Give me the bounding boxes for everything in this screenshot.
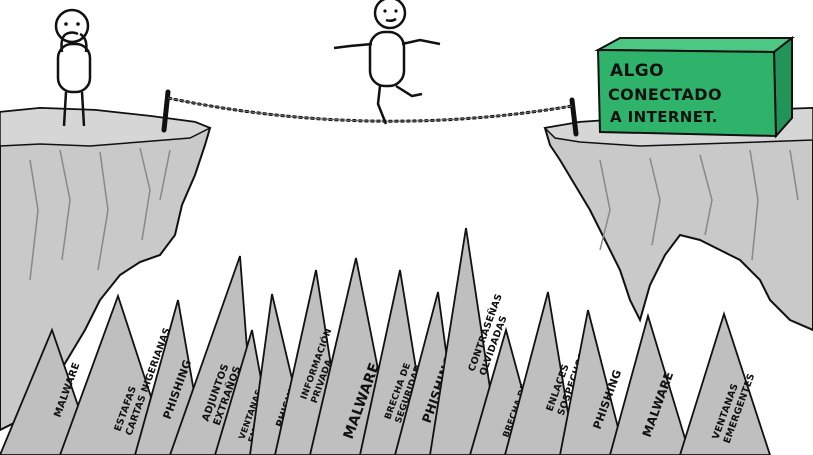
internet-box-line-2: CONECTADO bbox=[608, 85, 722, 104]
left-rope-post bbox=[161, 89, 171, 133]
internet-box-line-3: A INTERNET. bbox=[610, 108, 718, 126]
rope bbox=[161, 89, 579, 137]
internet-box: ALGO CONECTADO A INTERNET. bbox=[594, 35, 795, 139]
spike-ventanas-2 bbox=[679, 311, 771, 455]
left-cliff-cracks bbox=[29, 147, 171, 281]
right-cliff-cracks bbox=[599, 149, 799, 261]
worried-stick-figure bbox=[54, 8, 92, 127]
internet-box-front bbox=[596, 48, 778, 138]
internet-box-line-1: ALGO bbox=[610, 61, 664, 81]
worried-figure-body bbox=[56, 42, 92, 94]
spike-phishing-4 bbox=[559, 309, 626, 455]
walking-figure-head bbox=[373, 0, 407, 30]
left-cliff-top bbox=[0, 107, 212, 147]
walking-stick-figure bbox=[333, 0, 441, 125]
right-rope-post bbox=[569, 97, 579, 137]
internet-box-side bbox=[772, 35, 793, 139]
walking-figure-body bbox=[368, 30, 406, 88]
spike-malware-3 bbox=[609, 312, 691, 455]
rope-line-inner bbox=[167, 97, 573, 122]
